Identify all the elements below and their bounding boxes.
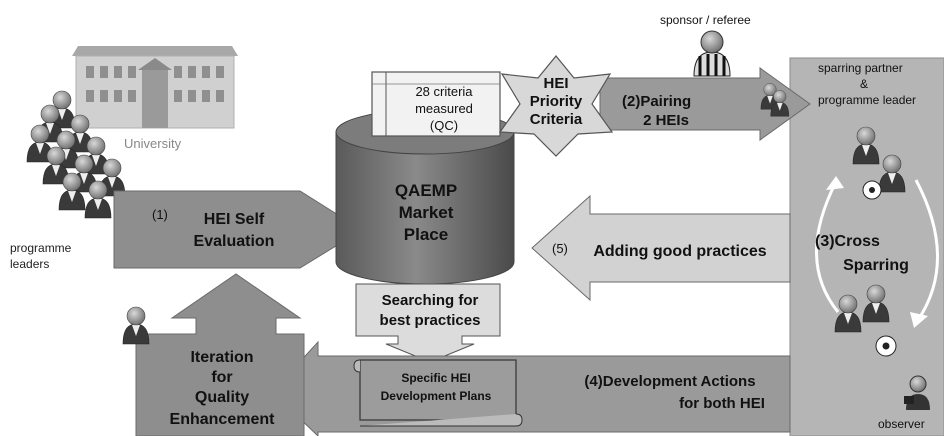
criteria-label-1: 28 criteria [415,84,473,99]
qaemp-label-3: Place [404,225,448,244]
programme-leaders-label-1: programme [10,241,72,255]
self-evaluation-number: (1) [152,207,168,222]
self-evaluation-label-1: HEI Self [204,211,265,228]
plans-label-2: Development Plans [381,389,492,403]
development-label-2: for both HEI [679,395,765,412]
referee-icon [693,30,731,77]
priority-label-2: Priority [530,93,583,110]
searching-label-2: best practices [380,312,481,329]
university-label: University [124,136,182,151]
university-building-icon [72,46,238,129]
pairing-arrow [599,67,811,141]
programme-leaders-label-2: leaders [10,257,49,271]
adding-number: (5) [552,241,568,256]
qaemp-label-2: Market [399,203,454,222]
adding-label: Adding good practices [593,243,766,260]
sparring-cycle-arrows [815,179,939,321]
sparring-label-1: sparring partner [818,61,903,75]
leader-icon [122,306,150,345]
iteration-label-3: Quality [195,389,249,406]
criteria-card [371,71,501,137]
iteration-label-1: Iteration [190,349,253,366]
development-plans-scroll [353,359,523,427]
criteria-label-3: (QC) [430,118,458,133]
qaemp-label-1: QAEMP [395,181,457,200]
iteration-arrow [135,273,305,436]
cross-sparring-label-1: (3)Cross [815,233,880,250]
adding-good-practices-arrow [531,194,791,302]
development-label-1: (4)Development Actions [584,373,755,390]
iteration-label-2: for [211,369,232,386]
sparring-partners-bottom-icon [834,284,897,357]
sparring-label-3: programme leader [818,93,916,107]
priority-label-1: HEI [543,75,568,92]
sparring-label-2: & [860,77,868,91]
cross-sparring-label-2: Sparring [843,257,909,274]
plans-label-1: Specific HEI [401,371,470,385]
searching-label-1: Searching for [382,292,479,309]
self-evaluation-label-2: Evaluation [194,233,275,250]
priority-criteria-star [498,55,614,157]
priority-label-3: Criteria [530,111,583,128]
sponsor-referee-label: sponsor / referee [660,13,751,27]
searching-arrow [355,283,501,363]
sparring-partners-top-icon [852,126,906,200]
pairing-label-1: (2)Pairing [622,93,691,110]
criteria-label-2: measured [415,101,473,116]
observer-label: observer [878,417,925,431]
self-evaluation-arrow [113,190,363,269]
observer-icon [904,375,930,410]
pairing-label-2: 2 HEIs [643,112,689,129]
iteration-label-4: Enhancement [170,411,276,428]
